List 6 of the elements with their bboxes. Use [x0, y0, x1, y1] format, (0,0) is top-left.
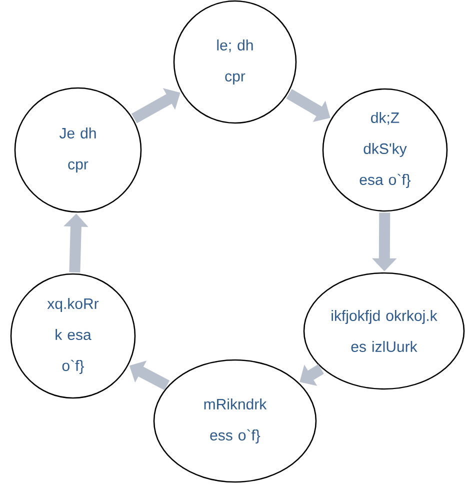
ellipse-node: ikfjokfjd okrkoj.k es izlUurk: [303, 272, 465, 390]
circle-node: xq.koRr k esa o`f}: [10, 273, 136, 399]
ellipse-node: dk;Z dkS'ky esa o`f}: [322, 88, 448, 212]
circle-node: le; dh cpr: [173, 0, 297, 124]
ellipse-node: mRikndrk ess o`f}: [153, 359, 317, 483]
ellipse-node: Je dh cpr: [14, 87, 142, 213]
